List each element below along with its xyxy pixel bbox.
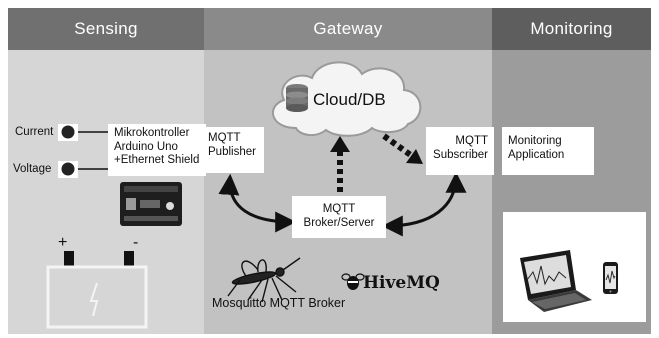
hivemq-bee-icon bbox=[341, 273, 365, 290]
controller-line-1: Mikrokontroller bbox=[114, 127, 190, 139]
battery-icon bbox=[46, 251, 148, 329]
publisher-line-1: MQTT bbox=[208, 132, 241, 144]
phone-icon bbox=[603, 262, 618, 294]
controller-line-3: +Ethernet Shield bbox=[114, 154, 200, 166]
mqtt-publisher-box: MQTT Publisher bbox=[202, 127, 264, 173]
broker-line-2: Broker/Server bbox=[303, 216, 375, 229]
broker-subscriber-arrow bbox=[381, 171, 467, 237]
gateway-header: Gateway bbox=[204, 8, 492, 50]
hivemq-label: HiveMQ bbox=[363, 273, 440, 293]
mqtt-subscriber-box: MQTT Subscriber bbox=[426, 127, 494, 175]
subscriber-line-1: MQTT bbox=[455, 135, 488, 147]
mosquito-icon bbox=[227, 257, 301, 303]
cloud-shape bbox=[272, 61, 422, 137]
battery-plus-label: + bbox=[58, 234, 68, 251]
broker-cloud-dashed-arrow bbox=[330, 136, 350, 192]
monitoring-application-box: Monitoring Application bbox=[502, 127, 594, 175]
sensing-header: Sensing bbox=[8, 8, 204, 50]
controller-line-2: Arduino Uno bbox=[114, 140, 178, 153]
publisher-broker-arrow bbox=[218, 173, 297, 233]
arduino-board-icon bbox=[120, 182, 182, 226]
application-line-2: Application bbox=[508, 148, 565, 161]
monitoring-header: Monitoring bbox=[492, 8, 651, 50]
db-icon bbox=[286, 84, 308, 112]
publisher-line-2: Publisher bbox=[208, 145, 256, 158]
cloud-label: Cloud/DB bbox=[313, 90, 386, 109]
subscriber-line-2: Subscriber bbox=[433, 148, 488, 161]
current-label: Current bbox=[15, 126, 54, 138]
battery-minus-label: - bbox=[133, 234, 139, 251]
cloud-subscriber-dashed-arrow bbox=[382, 133, 423, 164]
voltage-sensor-icon bbox=[58, 161, 108, 178]
laptop-icon bbox=[520, 250, 592, 312]
current-sensor-icon bbox=[58, 124, 108, 141]
mqtt-broker-box: MQTT Broker/Server bbox=[292, 196, 386, 238]
broker-line-1: MQTT bbox=[322, 203, 356, 215]
microcontroller-box: Mikrokontroller Arduino Uno +Ethernet Sh… bbox=[108, 124, 206, 176]
mosquitto-label: Mosquitto MQTT Broker bbox=[212, 296, 346, 310]
application-line-1: Monitoring bbox=[508, 135, 562, 147]
voltage-label: Voltage bbox=[13, 163, 52, 175]
